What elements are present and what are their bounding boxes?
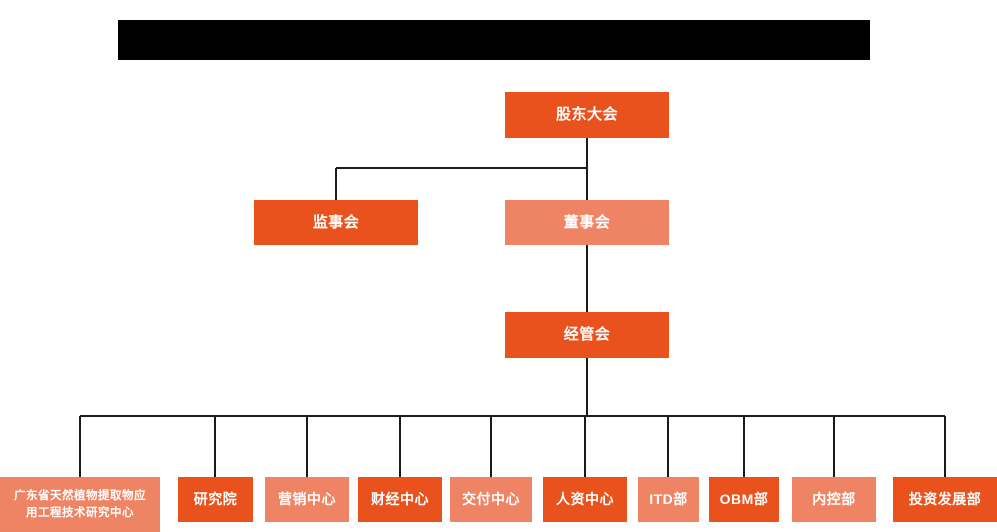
node-internal-control[interactable]: 内控部 [792, 477, 876, 522]
node-investment[interactable]: 投资发展部 [893, 477, 997, 522]
node-management-label: 经管会 [563, 326, 611, 344]
node-institute[interactable]: 研究院 [178, 477, 253, 522]
node-supervisors[interactable]: 监事会 [254, 200, 418, 245]
node-directors[interactable]: 董事会 [505, 200, 669, 245]
node-marketing[interactable]: 营销中心 [265, 477, 349, 522]
node-research-center-label-line1: 广东省天然植物提取物应 [14, 489, 146, 502]
node-delivery[interactable]: 交付中心 [450, 477, 532, 522]
node-marketing-label: 营销中心 [278, 490, 336, 507]
redacted-title-banner [118, 20, 870, 60]
node-institute-label: 研究院 [193, 490, 238, 507]
node-finance-label: 财经中心 [371, 490, 429, 507]
node-obm[interactable]: OBM部 [709, 477, 779, 522]
node-research-center-label-line2: 用工程技术研究中心 [26, 506, 134, 519]
node-hr[interactable]: 人资中心 [543, 477, 627, 522]
node-delivery-label: 交付中心 [462, 490, 520, 507]
node-internal-control-label: 内控部 [812, 490, 856, 507]
node-research-center[interactable]: 广东省天然植物提取物应 用工程技术研究中心 [0, 477, 160, 532]
node-itd-label: ITD部 [649, 490, 688, 507]
node-shareholders-label: 股东大会 [555, 106, 618, 124]
node-management[interactable]: 经管会 [505, 312, 669, 358]
node-hr-label: 人资中心 [556, 490, 614, 507]
node-shareholders[interactable]: 股东大会 [505, 92, 669, 138]
node-supervisors-label: 监事会 [312, 213, 360, 231]
node-directors-label: 董事会 [563, 213, 611, 231]
node-finance[interactable]: 财经中心 [358, 477, 442, 522]
node-obm-label: OBM部 [719, 490, 769, 507]
node-itd[interactable]: ITD部 [638, 477, 699, 522]
node-investment-label: 投资发展部 [908, 490, 982, 507]
